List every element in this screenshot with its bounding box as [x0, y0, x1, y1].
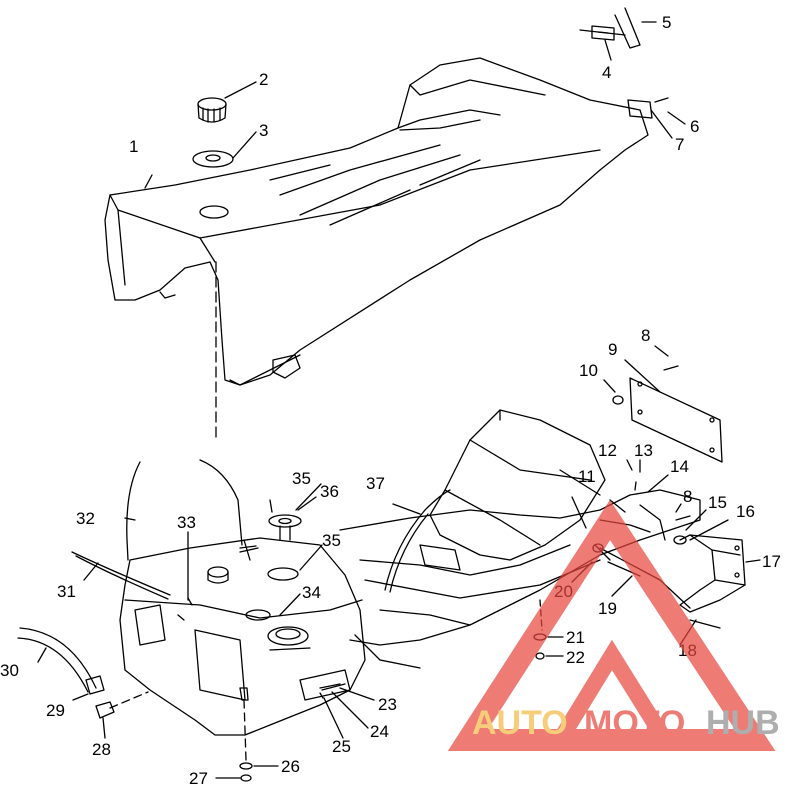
callout-4: 4: [602, 63, 611, 82]
vent-hose-left: [126, 461, 141, 561]
callout-8-mid: 8: [683, 487, 692, 506]
screw-part-6: [654, 97, 669, 103]
callout-9: 9: [608, 340, 617, 359]
callout-1: 1: [129, 137, 138, 156]
callout-22: 22: [566, 648, 585, 667]
callout-30: 30: [0, 661, 19, 680]
callout-11: 11: [578, 467, 596, 486]
callout-24: 24: [370, 722, 389, 741]
screw-part-35: [269, 499, 273, 513]
callout-33: 33: [177, 513, 196, 532]
callout-10: 10: [579, 361, 598, 380]
callout-34: 34: [302, 583, 321, 602]
rear-bracket: [679, 534, 746, 613]
callout-32: 32: [76, 509, 95, 528]
callout-12: 12: [598, 441, 617, 460]
callout-35-top: 35: [292, 469, 311, 488]
callout-26: 26: [281, 757, 300, 776]
callout-36: 36: [320, 482, 339, 501]
screw-part-8-top: [663, 365, 679, 371]
callout-35-mid: 35: [322, 531, 341, 550]
license-plate-bracket: [629, 377, 723, 463]
gas-cap: [197, 97, 227, 123]
callout-13: 13: [634, 441, 653, 460]
callout-3: 3: [259, 121, 268, 140]
callout-labels: 1 2 3 4 5 6 7 8 9 10 11 12 13 14 8 15 16…: [0, 13, 781, 788]
callout-21: 21: [566, 628, 585, 647]
callout-25: 25: [332, 737, 351, 756]
seat-part: [104, 57, 649, 386]
callout-6: 6: [690, 117, 699, 136]
watermark-moto: MOTO: [584, 704, 685, 742]
washer-part-26: [239, 762, 253, 770]
fuel-valve-stem: [239, 547, 259, 553]
automotohub-watermark: AUTO MOTO HUB: [447, 499, 780, 751]
gas-cap-gasket: [192, 150, 234, 168]
callout-5: 5: [662, 13, 671, 32]
callout-17: 17: [762, 552, 781, 571]
callout-2: 2: [259, 70, 268, 89]
nut-part-22: [535, 652, 545, 660]
washer-part-27: [240, 774, 252, 782]
callout-7: 7: [675, 135, 684, 154]
bracket-part-7: [627, 99, 653, 119]
callout-31: 31: [57, 582, 76, 601]
callout-28: 28: [92, 740, 111, 759]
nut-part-10: [612, 395, 624, 405]
vent-hose-right: [199, 459, 243, 546]
watermark-triangle-logo: [447, 499, 776, 751]
callout-15: 15: [708, 493, 727, 512]
fuel-hose-37: [384, 489, 451, 591]
watermark-auto: AUTO: [472, 704, 568, 742]
fuel-line: [71, 551, 171, 596]
fuel-hose: [19, 627, 97, 689]
callout-37: 37: [366, 474, 385, 493]
callout-14: 14: [670, 457, 689, 476]
fuel-tank: [119, 537, 366, 736]
fuel-pump-cap: [268, 514, 302, 541]
callout-8-top: 8: [641, 326, 650, 345]
callout-23: 23: [378, 695, 397, 714]
watermark-hub: HUB: [706, 704, 780, 742]
leader-lines: [37, 21, 761, 779]
clip-part-4: [591, 25, 615, 41]
callout-29: 29: [46, 701, 65, 720]
callout-16: 16: [736, 502, 755, 521]
callout-19: 19: [598, 599, 617, 618]
fuel-fitting: [95, 701, 115, 719]
callout-27: 27: [189, 769, 208, 786]
